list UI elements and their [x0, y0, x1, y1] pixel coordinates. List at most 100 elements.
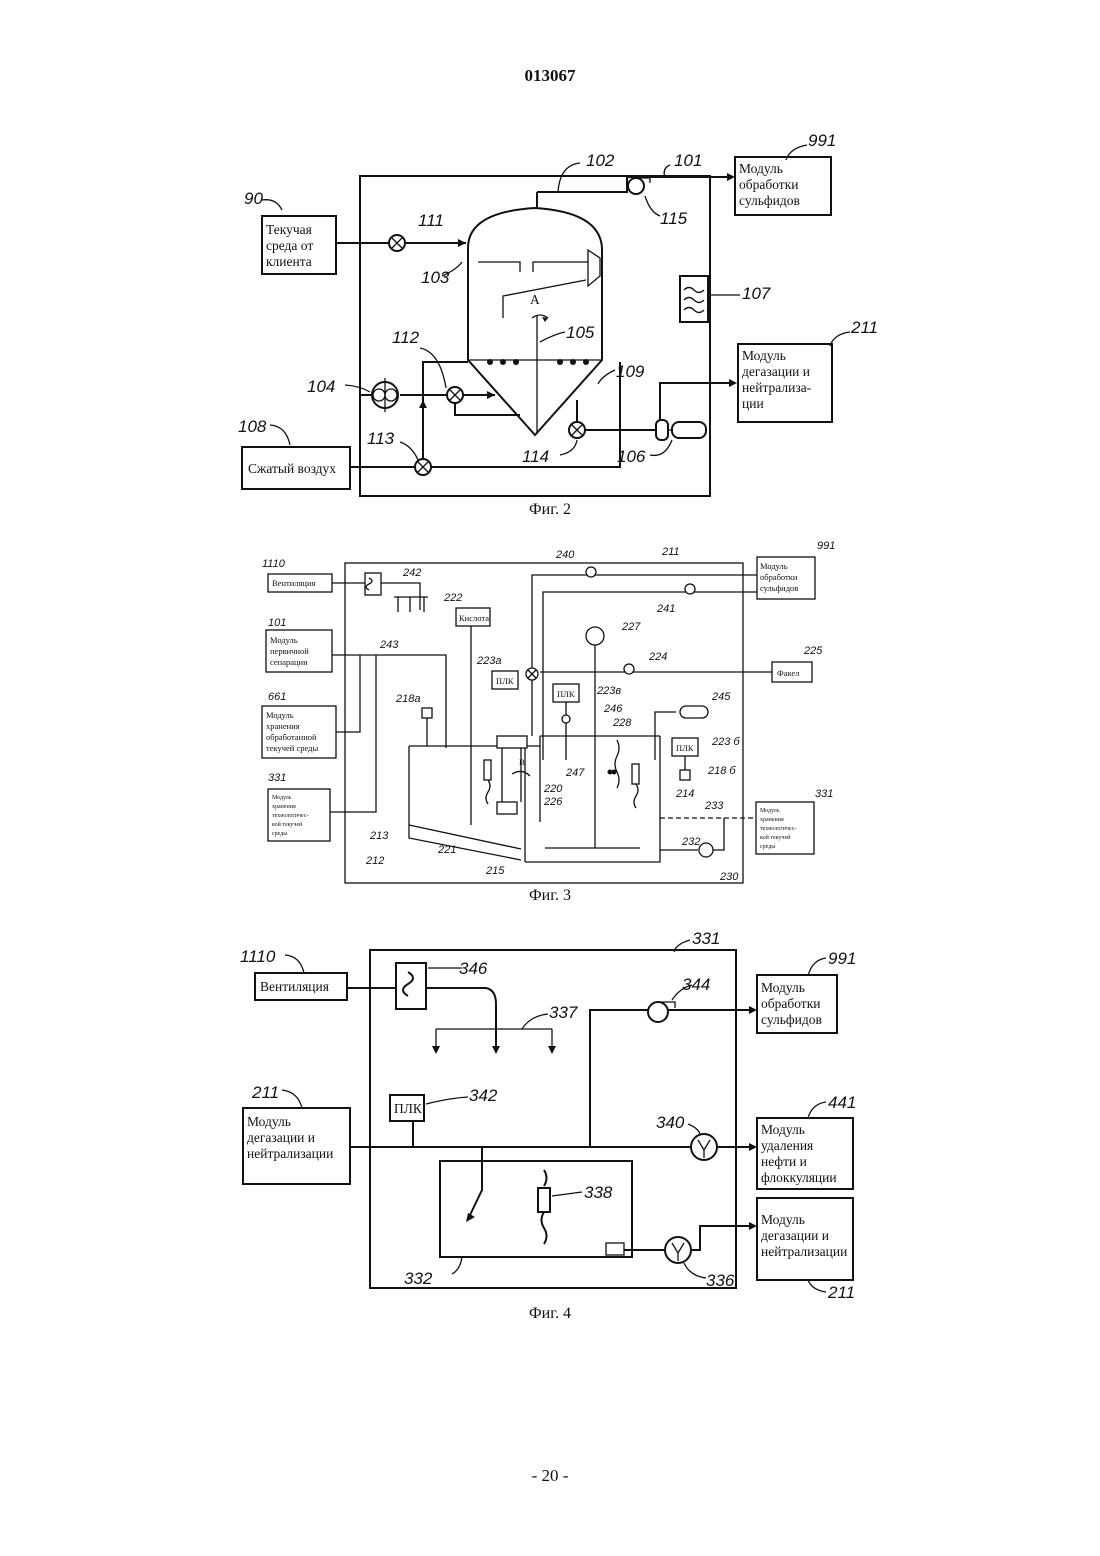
ref3-227: 227	[621, 621, 641, 633]
degas-in-line3: нейтрализации	[247, 1146, 333, 1161]
dosing-head	[497, 736, 527, 748]
ref-991: 991	[808, 131, 836, 150]
ref4-337: 337	[549, 1003, 578, 1022]
ref3-218a: 218а	[395, 693, 420, 705]
ref3-240: 240	[555, 549, 575, 561]
outlet-line	[692, 1226, 755, 1250]
sensor-right	[632, 764, 639, 784]
to-degas-line	[660, 383, 735, 422]
filter-242	[365, 573, 381, 595]
ref3-225: 225	[803, 645, 823, 657]
ref-107: 107	[742, 284, 771, 303]
tech-right-line4: кой текучей	[760, 834, 791, 841]
plc-342-label: ПЛК	[394, 1101, 423, 1116]
acid-label: Кислота	[459, 613, 489, 623]
ref-106: 106	[617, 447, 646, 466]
flow-label-b: B	[519, 757, 525, 767]
tank-332	[440, 1161, 632, 1257]
figure-2: Текучая среда от клиента Модуль обработк…	[238, 131, 878, 518]
sulfide-line1: Модуль	[739, 161, 783, 176]
sulfide-line3: сульфидов	[739, 193, 800, 208]
flare-label: Факел	[777, 668, 800, 678]
sulfide4-line2: обработки	[761, 996, 820, 1011]
ref3-213: 213	[369, 830, 389, 842]
storage-feed-line	[336, 655, 360, 732]
pump-230	[699, 843, 713, 857]
ref-104: 104	[307, 377, 335, 396]
ref-108: 108	[238, 417, 267, 436]
valve-114	[569, 422, 585, 438]
ref3-331a: 331	[268, 772, 286, 784]
ref3-241: 241	[656, 603, 675, 615]
client-fluid-line3: клиента	[266, 254, 312, 269]
ref3-101: 101	[268, 617, 286, 629]
ref3-214: 214	[675, 788, 694, 800]
tech-right-line2: хранения	[760, 817, 784, 823]
diffuser-226	[497, 802, 517, 814]
primary-feed-line	[332, 655, 446, 748]
gas-line-240	[532, 575, 757, 668]
degas-in-line1: Модуль	[247, 1114, 291, 1129]
tech-feed-line	[330, 655, 376, 812]
figure-3-caption: Фиг. 3	[529, 887, 571, 904]
degas-in-line2: дегазации и	[247, 1130, 315, 1145]
gas-outlet-pipe	[537, 177, 710, 192]
page-number: - 20 -	[0, 1466, 1100, 1486]
gas-riser	[590, 1010, 648, 1147]
degas-out-line2: дегазации и	[761, 1228, 829, 1243]
storage-line2: хранения	[266, 721, 300, 731]
vent-distribution	[381, 583, 428, 612]
ref3-212: 212	[365, 855, 384, 867]
tech-right-line5: среды	[760, 844, 775, 850]
ref4-441: 441	[828, 1093, 856, 1112]
ref3-221: 221	[437, 844, 456, 856]
inner-deflector	[503, 280, 586, 318]
module-211-frame	[345, 563, 743, 883]
blower-240	[586, 567, 596, 577]
oil-line2: удаления	[761, 1138, 813, 1153]
pump-340	[691, 1134, 717, 1160]
sulfide3-line1: Модуль	[760, 561, 788, 571]
ref-111: 111	[418, 211, 444, 230]
ref-105: 105	[566, 323, 595, 342]
ref4-342: 342	[469, 1086, 498, 1105]
valve-111	[389, 235, 405, 251]
degas-out-line1: Модуль	[761, 1212, 805, 1227]
primary-line2: первичной	[270, 646, 309, 656]
ref3-242: 242	[402, 567, 421, 579]
pump-106	[656, 420, 706, 440]
sensor-338	[538, 1188, 550, 1212]
ref3-218b: 218 б	[707, 765, 736, 777]
degas-line3: нейтрализа-	[742, 380, 812, 395]
pump-inlet	[606, 1243, 624, 1255]
ref4-991: 991	[828, 949, 856, 968]
inlet-to-tank	[470, 1147, 482, 1215]
ref3-222: 222	[443, 592, 462, 604]
ref3-233: 233	[704, 800, 724, 812]
sensor-218b	[680, 770, 690, 780]
ref3-228: 228	[612, 717, 632, 729]
tech-left-line4: кой текучей	[272, 821, 303, 828]
primary-line3: сепарации	[270, 657, 308, 667]
ref3-230: 230	[719, 871, 739, 883]
blower-241	[685, 584, 695, 594]
sensor-218a	[422, 708, 432, 718]
figure-4-caption: Фиг. 4	[529, 1305, 571, 1322]
ref3-661: 661	[268, 691, 286, 703]
storage-line4: текучей среды	[266, 743, 318, 753]
ref3-246: 246	[603, 703, 623, 715]
ref-90: 90	[244, 189, 263, 208]
ventilation4-label: Вентиляция	[260, 979, 329, 994]
tech-left-line3: технологичес-	[272, 813, 309, 819]
ref3-247: 247	[565, 767, 585, 779]
sensor-left	[484, 760, 491, 780]
figure-4: Вентиляция Модуль дегазации и нейтрализа…	[240, 929, 856, 1322]
ref3-224: 224	[648, 651, 667, 663]
ref3-245: 245	[711, 691, 731, 703]
ref3-223v: 223в	[596, 685, 621, 697]
pump-227	[586, 627, 604, 645]
ref-109: 109	[616, 362, 645, 381]
degas-out-line3: нейтрализации	[761, 1244, 847, 1259]
ref4-340: 340	[656, 1113, 685, 1132]
plc-223b-label: ПЛК	[676, 743, 694, 753]
